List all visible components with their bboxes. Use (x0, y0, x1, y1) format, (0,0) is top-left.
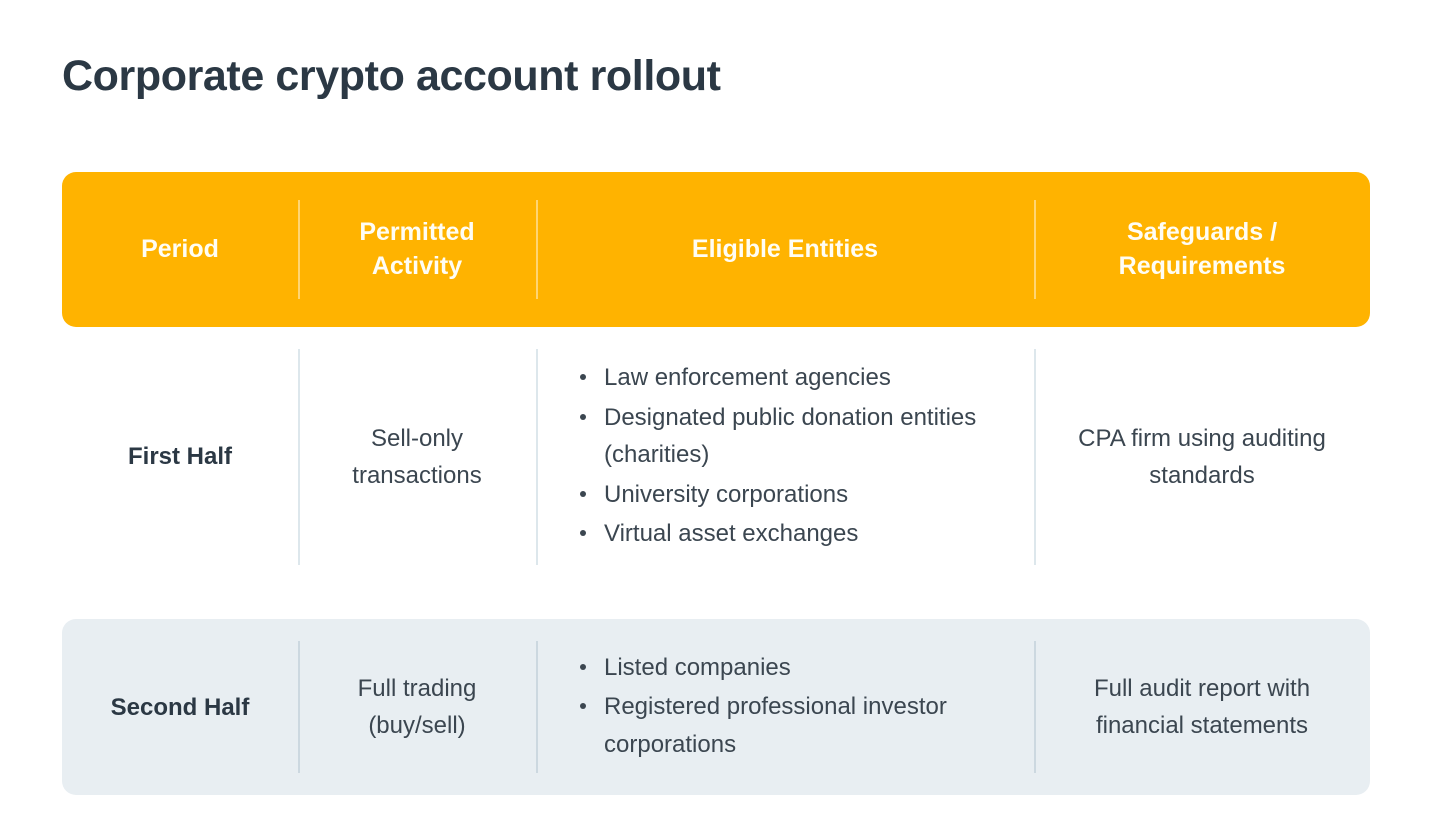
column-header-permitted-activity: Permitted Activity (298, 172, 536, 327)
column-header-safeguards-line2: Requirements (1118, 251, 1286, 280)
cell-safeguards: Full audit report with financial stateme… (1034, 619, 1370, 795)
column-header-eligible-entities: Eligible Entities (536, 172, 1034, 327)
cell-period: First Half (127, 443, 232, 471)
list-item: Law enforcement agencies (578, 359, 1016, 396)
cell-safeguards: CPA firm using auditing standards (1034, 327, 1370, 587)
table-row: First Half Sell-only transactions Law en… (62, 327, 1370, 587)
cell-eligible-entities: Law enforcement agencies Designated publ… (536, 327, 1034, 587)
column-header-safeguards-label: Safeguards / Requirements (1119, 216, 1286, 284)
list-item: University corporations (578, 476, 1016, 513)
list-item: Designated public donation entities (cha… (578, 399, 1016, 474)
cell-permitted-activity: Sell-only transactions (298, 327, 536, 587)
column-header-permitted-activity-label: Permitted Activity (359, 216, 474, 284)
cell-eligible-entities: Listed companies Registered professional… (536, 619, 1034, 795)
rollout-table: Period Permitted Activity Eligible Entit… (62, 172, 1370, 796)
list-item: Registered professional investor corpora… (578, 688, 1016, 763)
table-row: Second Half Full trading (buy/sell) List… (62, 619, 1370, 796)
table-header-row: Period Permitted Activity Eligible Entit… (62, 172, 1370, 327)
eligible-entities-list: Law enforcement agencies Designated publ… (578, 359, 1016, 554)
column-header-permitted-activity-line2: Activity (371, 251, 463, 280)
column-header-period: Period (62, 172, 298, 327)
cell-permitted-activity: Full trading (buy/sell) (298, 619, 536, 795)
cell-period: Second Half (110, 693, 250, 721)
eligible-entities-list: Listed companies Registered professional… (578, 649, 1016, 765)
column-header-safeguards: Safeguards / Requirements (1034, 172, 1370, 327)
column-header-eligible-entities-label: Eligible Entities (691, 234, 879, 263)
column-header-period-label: Period (141, 234, 219, 263)
column-header-safeguards-line1: Safeguards / (1126, 217, 1278, 246)
page-title: Corporate crypto account rollout (62, 52, 721, 100)
list-item: Listed companies (578, 649, 1016, 686)
column-header-permitted-activity-line1: Permitted (359, 217, 475, 246)
list-item: Virtual asset exchanges (578, 515, 1016, 552)
